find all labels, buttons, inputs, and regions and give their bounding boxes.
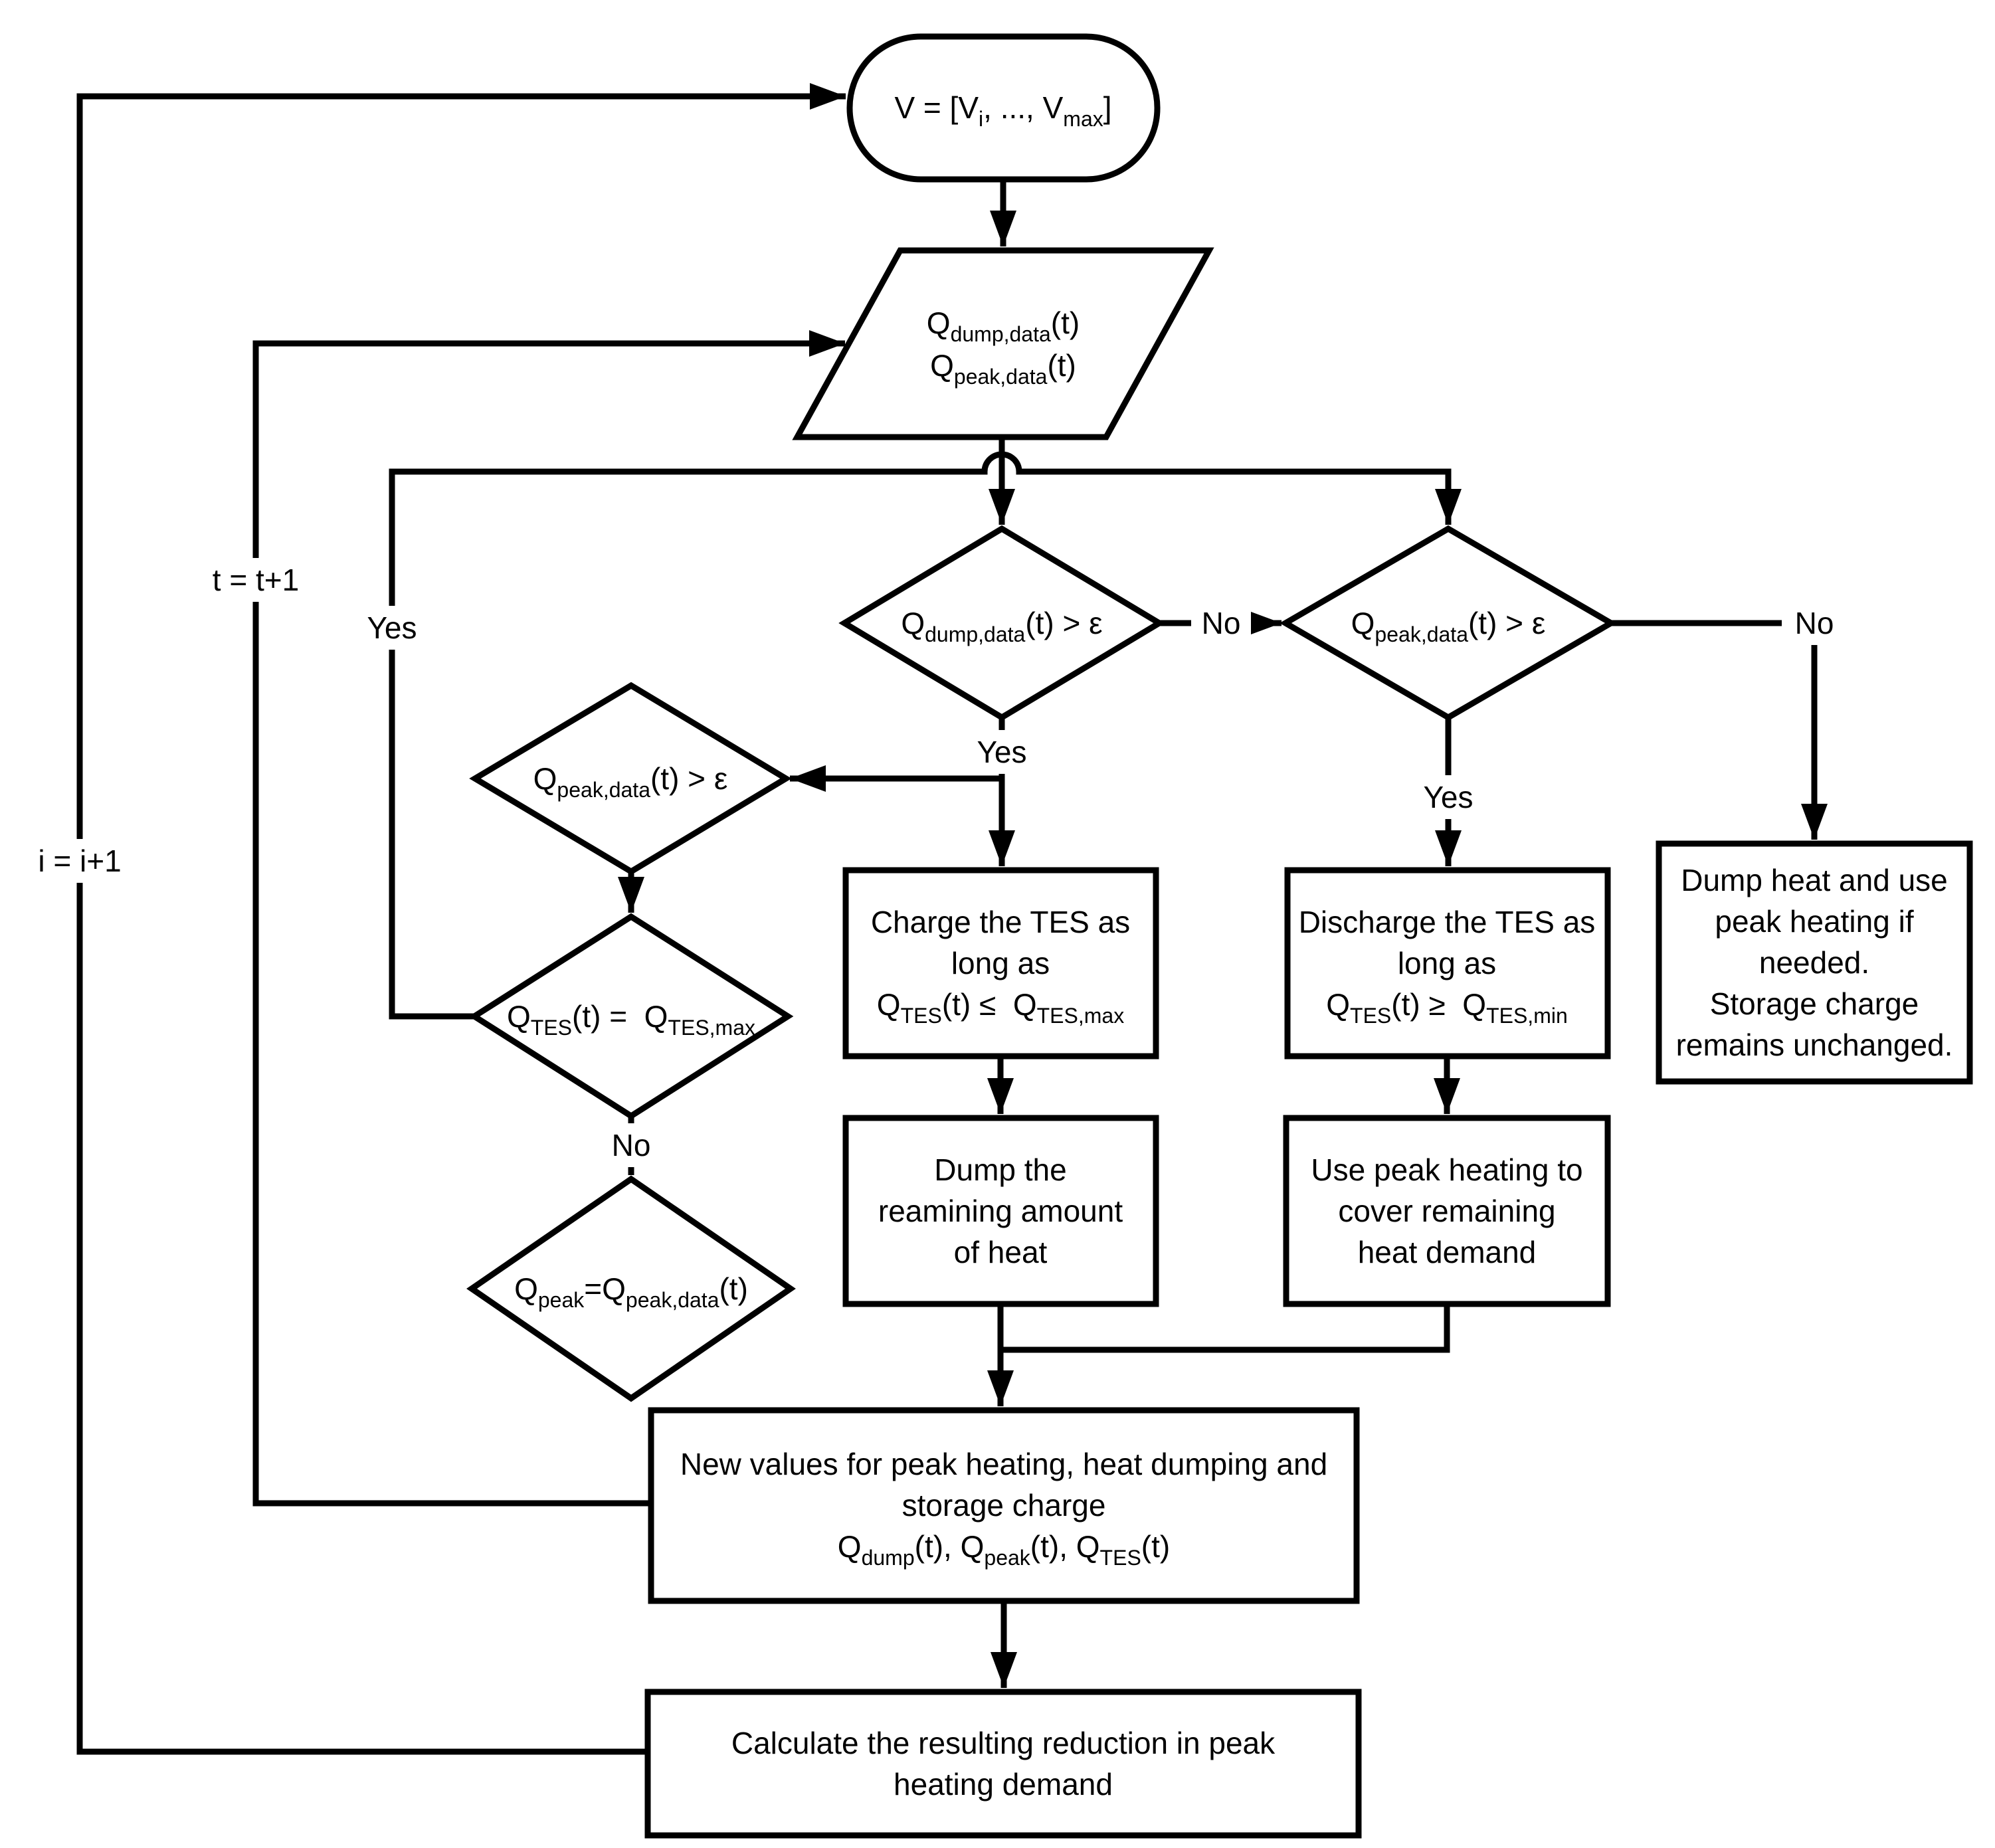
- edge-label-t-increment: t = t+1: [213, 563, 299, 597]
- edge-label-bg: [1782, 601, 1847, 645]
- edge-label-yes-dump: Yes: [977, 735, 1026, 769]
- process-box-shape: [1283, 1115, 1611, 1307]
- edge-label-bg: [601, 1123, 661, 1167]
- node-input-label: Qdump,data(t)Qpeak,data(t): [927, 306, 1080, 389]
- edge-label-no-peak: No: [1795, 606, 1834, 640]
- process-box-shape: [648, 1407, 1360, 1604]
- edge-label-bg: [196, 558, 316, 602]
- edge-labels: Yes t = t+1 i = i+1 Yes Yes No No No: [22, 558, 1847, 1167]
- edge-label-no-tes-full: No: [612, 1128, 651, 1162]
- process-box-shape: [644, 1689, 1362, 1839]
- edge-label-bg: [1414, 775, 1483, 819]
- process-box-shape: [1656, 840, 1973, 1085]
- process-box-shape: [842, 1115, 1159, 1307]
- terminator-shape: [846, 33, 1161, 183]
- nodes: V = [Vi, ..., Vmax] Qdump,data(t)Qpeak,d…: [466, 33, 1973, 1839]
- edge-label-bg: [357, 606, 427, 650]
- edge-label-bg: [22, 839, 138, 883]
- node-peak-check-left-decision: Qpeak,data(t) > ε: [469, 682, 792, 876]
- node-new-values-process: New values for peak heating, heat dumpin…: [648, 1407, 1360, 1604]
- node-start-terminator: V = [Vi, ..., Vmax]: [846, 33, 1161, 183]
- node-dump-check-decision: Qdump,data(t) > ε: [838, 525, 1165, 721]
- edge-label-yes-tes-full: Yes: [367, 610, 417, 645]
- node-calculate-reduction-process: Calculate the resulting reduction in pea…: [644, 1689, 1362, 1839]
- decision-diamond-shape: [838, 525, 1165, 721]
- node-start-label: V = [Vi, ..., Vmax]: [894, 90, 1111, 131]
- node-set-peak-decision: Qpeak=Qpeak,data(t): [466, 1175, 796, 1402]
- node-input-data: Qdump,data(t)Qpeak,data(t): [792, 247, 1214, 440]
- decision-diamond-shape: [468, 913, 794, 1120]
- node-calculate-reduction-label: Calculate the resulting reduction in pea…: [731, 1726, 1276, 1802]
- process-box-shape: [842, 867, 1159, 1060]
- node-peak-check-right-decision: Qpeak,data(t) > ε: [1280, 525, 1617, 721]
- edge-label-i-increment: i = i+1: [38, 844, 121, 878]
- edge-t-loop: [252, 330, 845, 1507]
- data-parallelogram-shape: [792, 247, 1214, 440]
- node-tes-full-check-decision: QTES(t) = QTES,max: [468, 913, 794, 1120]
- node-peak-check-left-label: Qpeak,data(t) > ε: [533, 761, 728, 802]
- edge-i-loop: [76, 83, 846, 1755]
- decision-diamond-shape: [1280, 525, 1617, 721]
- node-set-peak-label: Qpeak=Qpeak,data(t): [514, 1271, 748, 1312]
- node-new-values-label: New values for peak heating, heat dumpin…: [680, 1447, 1327, 1570]
- edge-peak-check-no: [1611, 620, 1828, 840]
- decision-diamond-shape: [469, 682, 792, 876]
- edge-label-bg: [1191, 601, 1251, 645]
- process-box-shape: [1284, 867, 1611, 1060]
- edge-tes-full-yes-to-peak-check: [389, 451, 1462, 1020]
- edge-use-peak-join: [1000, 1304, 1450, 1353]
- decision-diamond-shape: [466, 1175, 796, 1402]
- edge-label-no-dump: No: [1202, 606, 1241, 640]
- edge-label-yes-peak: Yes: [1423, 780, 1473, 814]
- node-dump-check-label: Qdump,data(t) > ε: [901, 606, 1102, 646]
- edge-label-bg: [967, 730, 1036, 774]
- node-peak-check-right-label: Qpeak,data(t) > ε: [1351, 606, 1546, 646]
- node-tes-full-check-label: QTES(t) = QTES,max: [507, 999, 755, 1040]
